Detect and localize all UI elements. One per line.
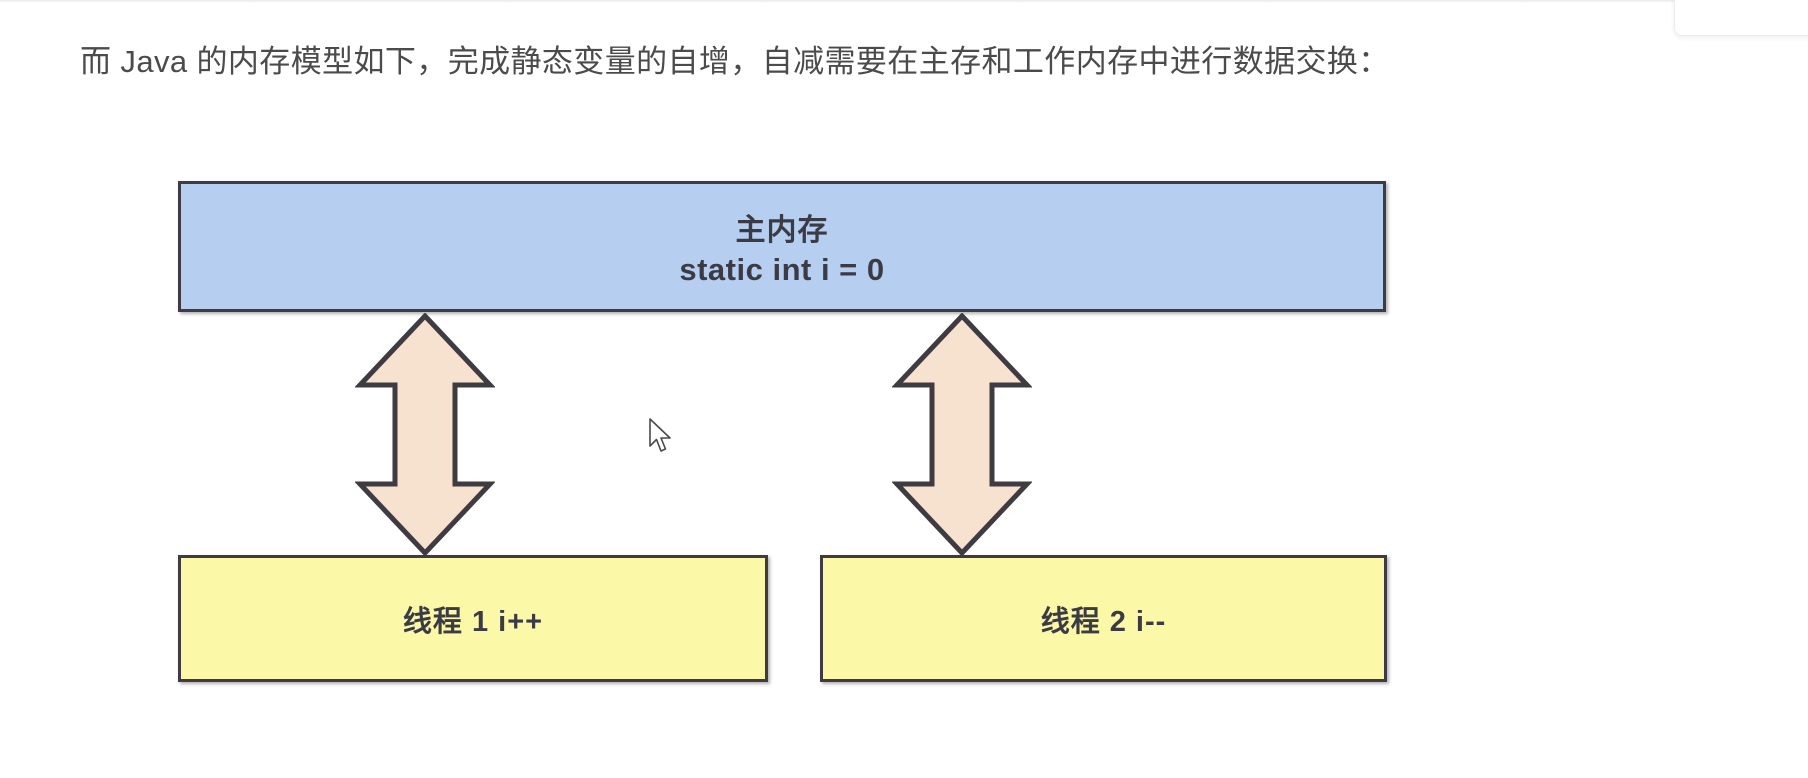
intro-paragraph: 而 Java 的内存模型如下，完成静态变量的自增，自减需要在主存和工作内存中进行… (80, 44, 1390, 79)
main-memory-declaration: static int i = 0 (679, 252, 885, 287)
thread-2-box: 线程 2 i-- (820, 555, 1387, 682)
thread-1-box: 线程 1 i++ (178, 555, 768, 682)
top-right-overlay-panel[interactable] (1674, 0, 1808, 36)
exchange-arrow-thread-1 (355, 313, 495, 556)
thread-1-label: 线程 1 i++ (402, 605, 544, 638)
main-memory-title: 主内存 (735, 214, 829, 247)
main-memory-box: 主内存 static int i = 0 (178, 181, 1386, 312)
top-edge-divider (0, 0, 1808, 3)
bidirectional-arrow-icon (892, 313, 1032, 556)
exchange-arrow-thread-2 (892, 313, 1032, 556)
thread-2-label: 线程 2 i-- (1040, 605, 1167, 638)
bidirectional-arrow-icon (355, 313, 495, 556)
